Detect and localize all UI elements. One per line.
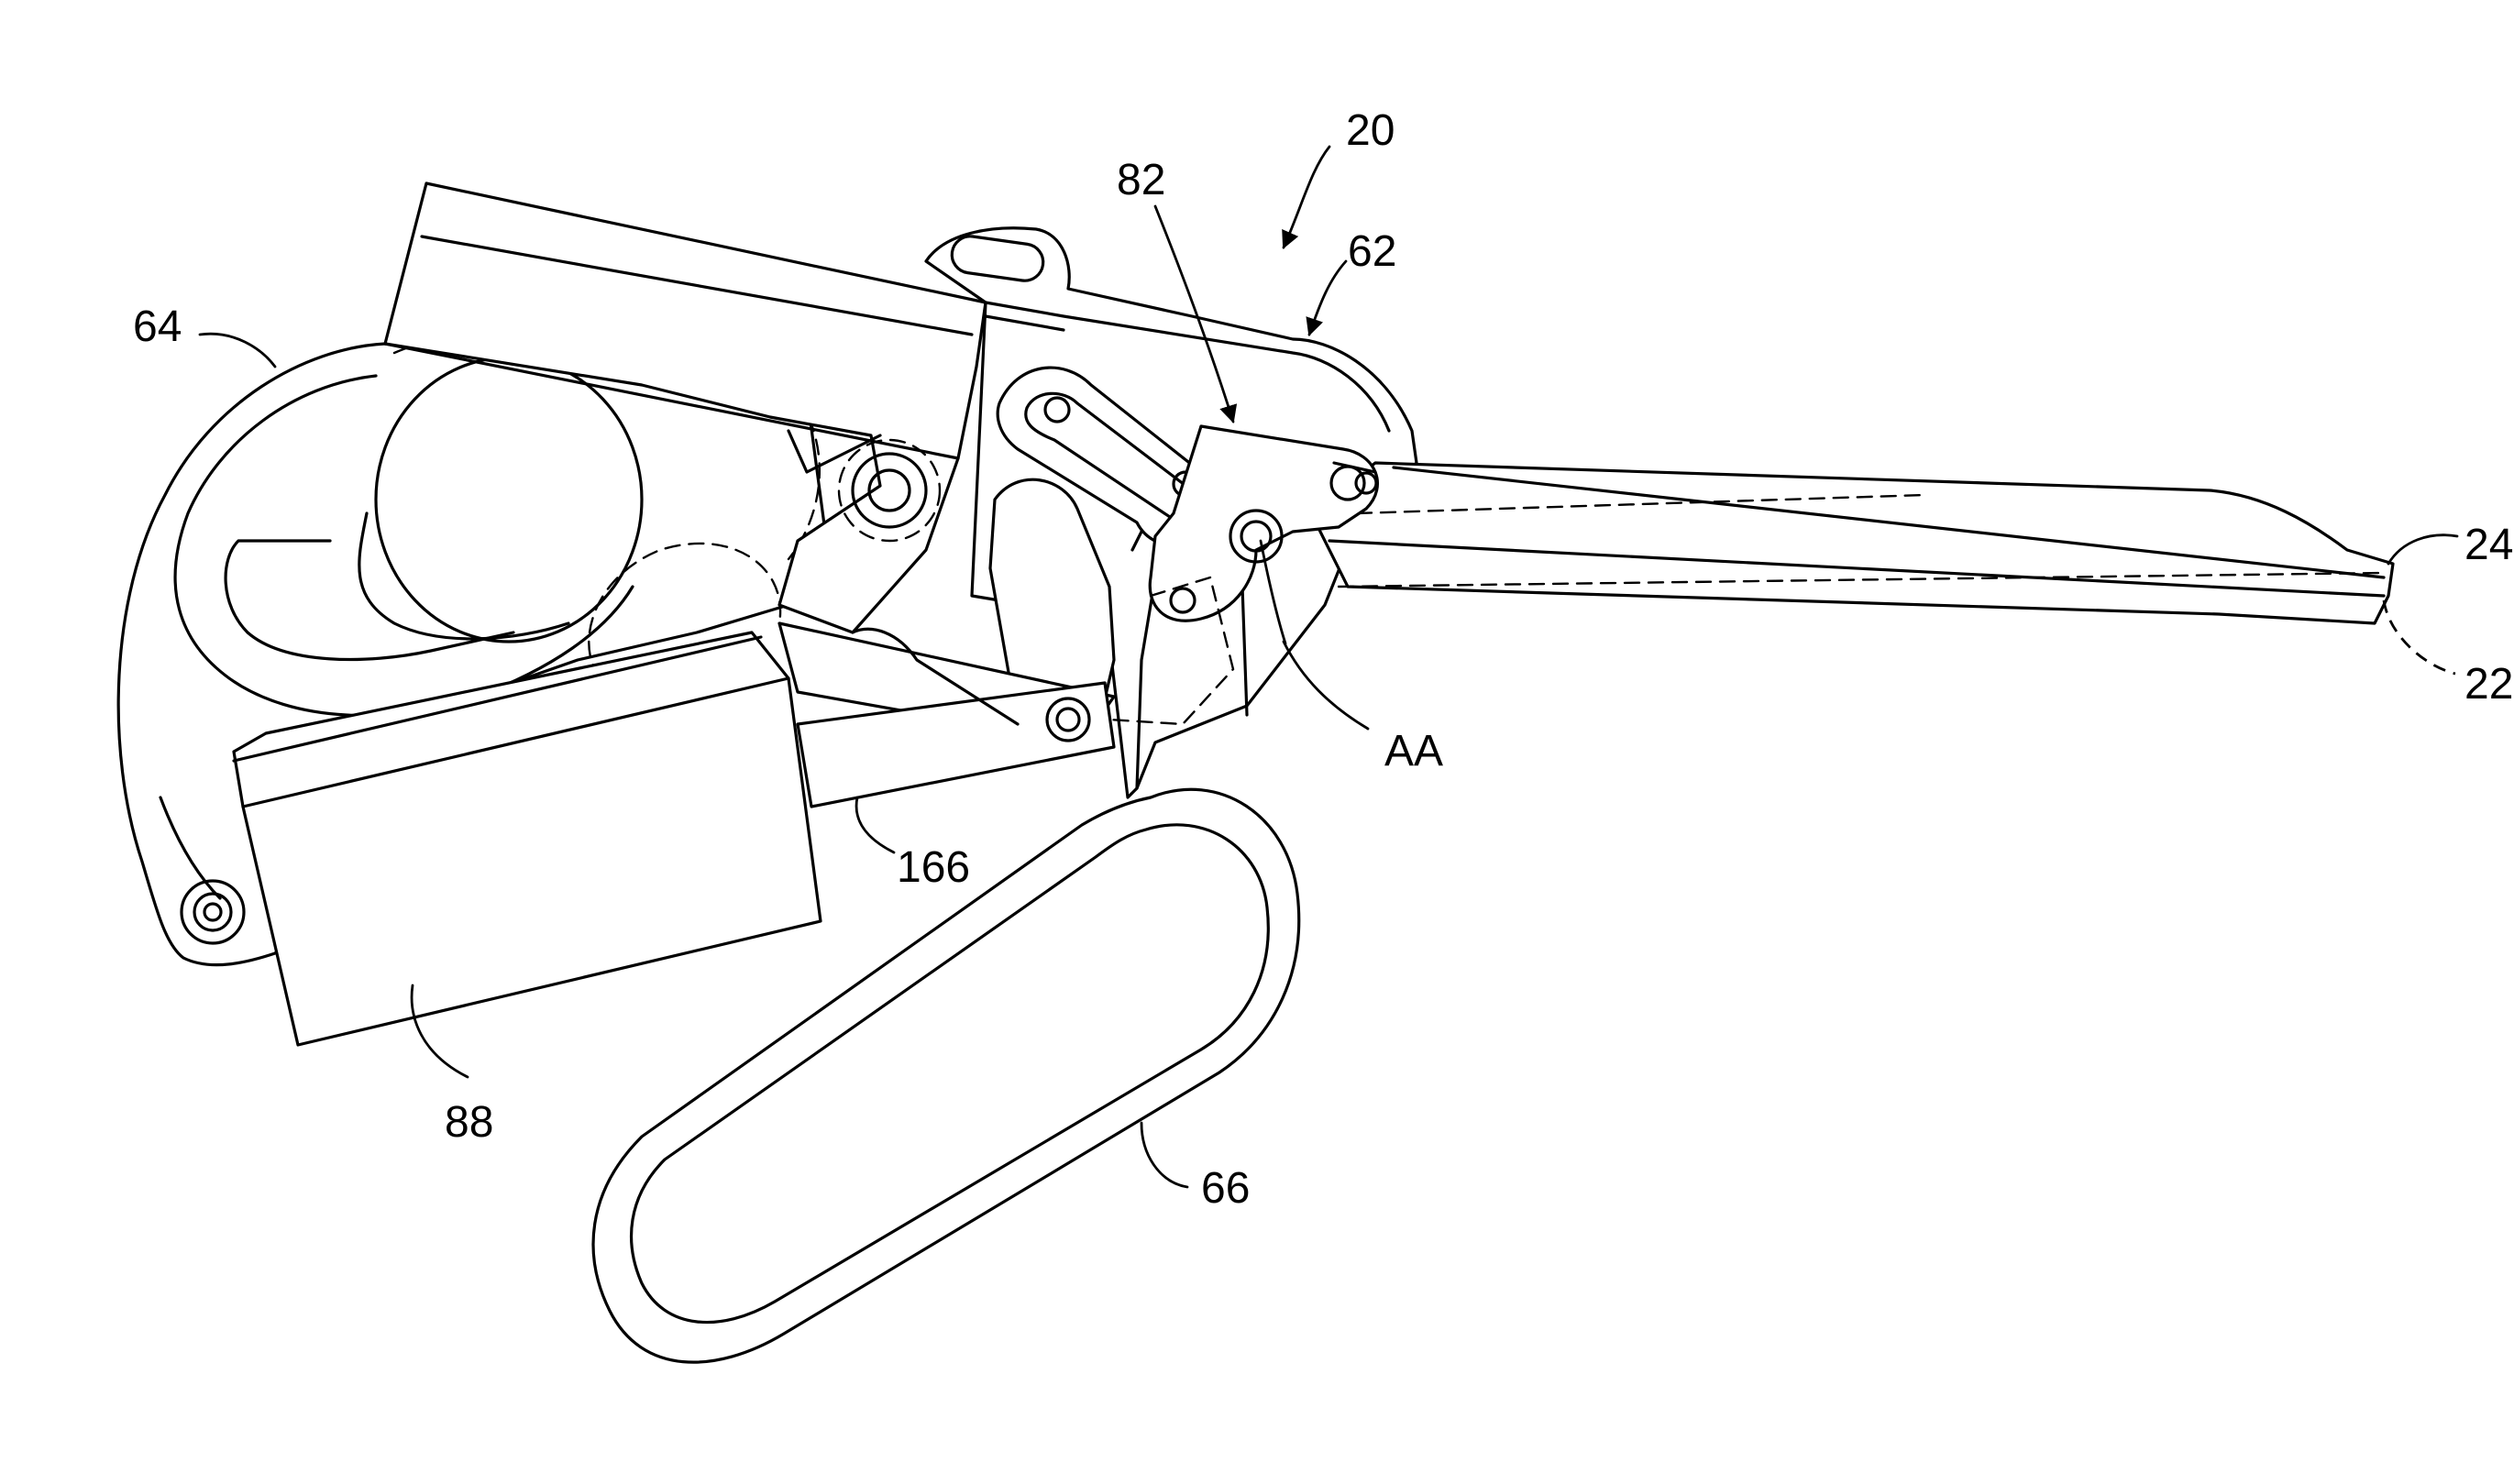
label-64: 64 xyxy=(133,302,182,351)
label-88: 88 xyxy=(445,1098,493,1147)
blade-assembly xyxy=(1311,463,2393,623)
label-166: 166 xyxy=(897,843,970,892)
label-24-leader xyxy=(2388,535,2457,564)
label-62: 62 xyxy=(1348,227,1396,276)
label-66-leader xyxy=(1141,1123,1187,1187)
label-22-leader xyxy=(2384,600,2455,674)
label-22: 22 xyxy=(2464,660,2513,709)
label-AA: AA xyxy=(1384,727,1443,775)
label-166-leader xyxy=(856,797,894,852)
label-AA-leader xyxy=(1284,642,1368,729)
label-82: 82 xyxy=(1117,156,1165,204)
label-24: 24 xyxy=(2464,521,2513,569)
label-62-leader xyxy=(1309,261,1346,335)
label-64-leader xyxy=(200,334,275,367)
label-66: 66 xyxy=(1201,1164,1250,1213)
label-20: 20 xyxy=(1346,106,1395,155)
label-20-leader xyxy=(1284,147,1329,247)
